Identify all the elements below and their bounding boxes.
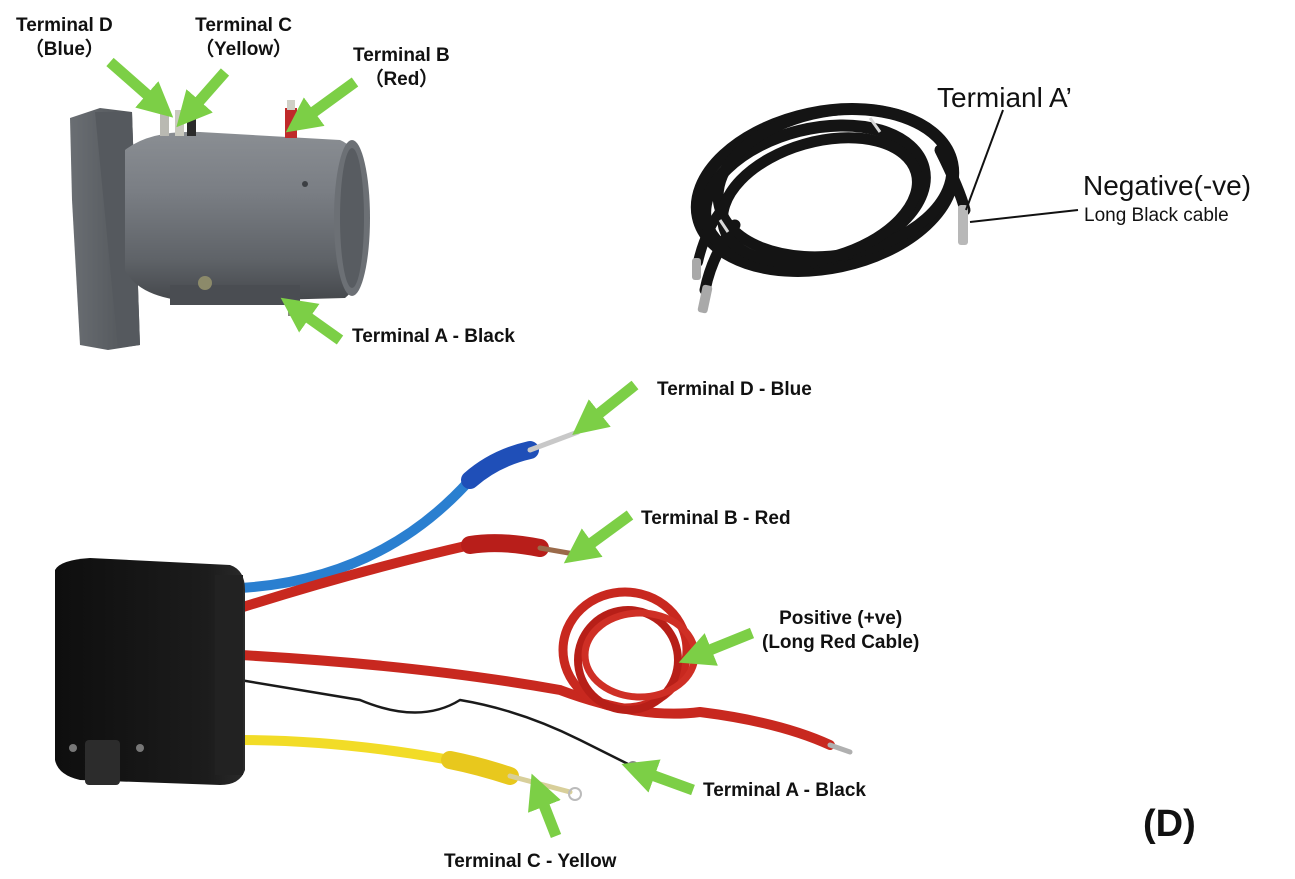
solenoid-wires <box>235 429 853 801</box>
arrow-sol-c <box>528 773 562 839</box>
arrow-motor-a <box>280 297 344 345</box>
wire-red-b <box>235 540 475 613</box>
label-cable-long-black: Long Black cable <box>1084 205 1229 226</box>
arrow-sol-d <box>572 380 639 435</box>
motor-terminal-d-post <box>160 112 169 136</box>
green-arrows <box>106 57 755 839</box>
wire-blue <box>235 475 475 593</box>
motor-terminal-c-post <box>175 110 184 136</box>
label-solenoid-positive-note: (Long Red Cable) <box>762 631 920 653</box>
motor-terminal-b-post <box>285 108 297 138</box>
arrow-sol-positive <box>678 627 755 666</box>
label-motor-terminal-c-color: （Yellow） <box>195 38 293 60</box>
label-solenoid-positive: Positive (+ve) (Long Red Cable) <box>762 607 919 655</box>
label-motor-terminal-b: Terminal B （Red） <box>353 44 450 92</box>
arrow-sol-b <box>563 510 634 564</box>
label-motor-terminal-b-name: Terminal B <box>353 45 450 66</box>
label-solenoid-terminal-d: Terminal D - Blue <box>657 379 812 400</box>
wire-yellow <box>235 735 455 765</box>
solenoid-box <box>55 558 245 785</box>
label-cable-terminal-a-prime: Termianl A’ <box>937 82 1072 113</box>
arrow-motor-b <box>285 77 359 133</box>
label-solenoid-terminal-c: Terminal C - Yellow <box>444 851 617 872</box>
label-cable-negative: Negative(-ve) <box>1083 170 1252 201</box>
label-motor-terminal-c: Terminal C （Yellow） <box>195 14 292 62</box>
winch-motor <box>70 100 370 350</box>
label-solenoid-terminal-b: Terminal B - Red <box>641 508 791 529</box>
label-motor-terminal-d-name: Terminal D <box>16 15 113 36</box>
label-motor-terminal-a: Terminal A - Black <box>352 326 515 347</box>
wire-black-a <box>238 678 632 767</box>
label-solenoid-terminal-a: Terminal A - Black <box>703 780 866 801</box>
label-motor-terminal-d: Terminal D （Blue） <box>16 14 113 62</box>
label-motor-terminal-b-color: （Red） <box>364 68 439 90</box>
wire-red-positive <box>235 650 835 750</box>
cable-lugs <box>692 117 968 314</box>
arrow-sol-a <box>621 759 695 796</box>
pointer-line-a-prime <box>965 109 1004 211</box>
label-solenoid-positive-name: Positive (+ve) <box>779 608 903 629</box>
arrow-motor-d <box>106 57 174 118</box>
figure-tag: (D) <box>1143 803 1196 845</box>
arrow-motor-c <box>176 68 230 128</box>
pointer-line-negative <box>969 209 1079 223</box>
label-motor-terminal-d-color: （Blue） <box>24 38 104 60</box>
label-motor-terminal-c-name: Terminal C <box>195 15 292 36</box>
long-black-cable <box>690 103 971 296</box>
